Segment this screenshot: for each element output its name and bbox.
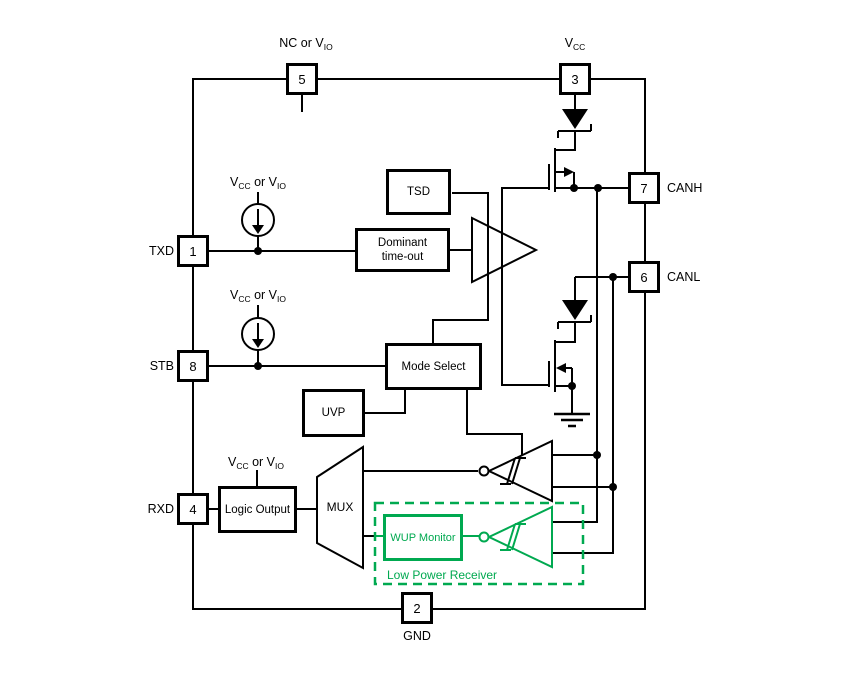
main-receiver-icon — [478, 439, 553, 503]
stb-pullup-supply-label: VCC or VIO — [229, 288, 286, 304]
pin-7-canh: 7 — [628, 172, 660, 204]
pin-1-txd: 1 — [177, 235, 209, 267]
pin-6-canl: 6 — [628, 261, 660, 293]
wup-monitor-block: WUP Monitor — [383, 514, 463, 561]
txd-pullup-supply-label: VCC or VIO — [229, 175, 286, 191]
pin3-supply-label: VCC — [564, 36, 586, 52]
mode-select-block: Mode Select — [385, 343, 482, 390]
mux-label: MUX — [326, 500, 354, 514]
canh-pin-label: CANH — [667, 181, 703, 195]
gnd-pin-label: GND — [403, 629, 431, 643]
wires — [208, 95, 628, 554]
low-power-receiver-label: Low Power Receiver — [387, 568, 498, 582]
pin5-supply-label: NC or VIO — [279, 36, 333, 52]
low-side-zener-diode-icon — [557, 300, 592, 329]
logic-output-supply-label: VCC or VIO — [227, 455, 284, 471]
pin-5: 5 — [286, 63, 318, 95]
driver-triangle-icon — [471, 216, 539, 284]
pin-2-gnd: 2 — [401, 592, 433, 624]
stb-pin-label: STB — [149, 359, 174, 373]
rxd-pin-label: RXD — [147, 502, 174, 516]
tsd-block: TSD — [386, 169, 451, 215]
stb-current-source-icon — [241, 317, 275, 351]
txd-pin-label: TXD — [149, 244, 174, 258]
wakeup-receiver-icon — [376, 505, 553, 569]
ground-icon — [554, 412, 590, 428]
high-side-zener-diode-icon — [557, 109, 592, 138]
low-power-dashed-box — [373, 501, 585, 586]
canl-pin-label: CANL — [667, 270, 701, 284]
low-side-mosfet-icon — [548, 340, 573, 392]
pin-8-stb: 8 — [177, 350, 209, 382]
junction-dots — [254, 184, 617, 491]
pin-3: 3 — [559, 63, 591, 95]
mux-shape — [316, 445, 364, 570]
dominant-timeout-block: Dominant time-out — [355, 228, 450, 272]
uvp-block: UVP — [302, 389, 365, 437]
hysteresis-icon — [500, 523, 526, 551]
high-side-mosfet-icon — [548, 148, 575, 192]
txd-current-source-icon — [241, 203, 275, 237]
pin-4-rxd: 4 — [177, 493, 209, 525]
logic-output-block: Logic Output — [218, 486, 297, 533]
hysteresis-icon — [500, 457, 526, 485]
